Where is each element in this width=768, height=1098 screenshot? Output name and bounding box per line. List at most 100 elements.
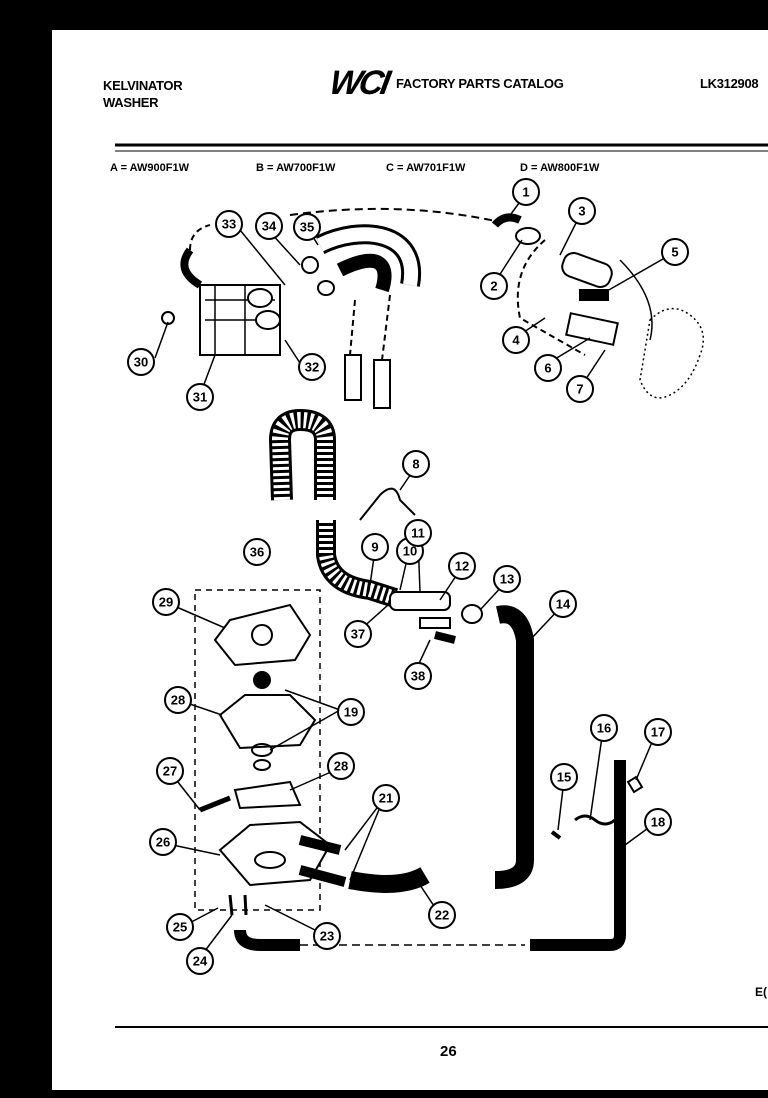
hose-22 <box>348 867 430 893</box>
callout-38: 38 <box>404 662 432 690</box>
cabinet-outline-dotted <box>639 307 705 399</box>
callout-34: 34 <box>255 212 283 240</box>
drain-hose-upper-ribs <box>271 411 333 501</box>
svg-text:25: 25 <box>173 920 187 935</box>
valve-inlet-2 <box>255 310 281 330</box>
svg-text:31: 31 <box>193 390 207 405</box>
svg-text:23: 23 <box>320 929 334 944</box>
callout-6: 6 <box>534 354 562 382</box>
callout-28-lower: 28 <box>327 752 355 780</box>
svg-text:24: 24 <box>193 954 208 969</box>
hose-dashed-link <box>349 294 391 361</box>
svg-text:8: 8 <box>412 457 419 472</box>
callout-24: 24 <box>186 947 214 975</box>
svg-text:28: 28 <box>171 693 185 708</box>
svg-text:1: 1 <box>522 185 529 200</box>
catalog-title: FACTORY PARTS CATALOG <box>396 76 564 91</box>
clip-8 <box>359 487 416 521</box>
seal-5 <box>579 289 609 301</box>
callout-28-upper: 28 <box>164 686 192 714</box>
callout-11: 11 <box>404 519 432 547</box>
callout-27: 27 <box>156 757 184 785</box>
svg-text:15: 15 <box>557 770 571 785</box>
svg-text:38: 38 <box>411 669 425 684</box>
model-b: B = AW700F1W <box>256 162 336 174</box>
svg-text:16: 16 <box>597 721 611 736</box>
svg-text:28: 28 <box>334 759 348 774</box>
callout-32: 32 <box>298 353 326 381</box>
svg-text:3: 3 <box>578 204 585 219</box>
callout-25: 25 <box>166 913 194 941</box>
callout-35: 35 <box>293 213 321 241</box>
screw-15 <box>550 830 562 840</box>
pump-housing-port <box>254 851 286 869</box>
svg-text:26: 26 <box>156 835 170 850</box>
callout-22: 22 <box>428 901 456 929</box>
callout-4: 4 <box>502 326 530 354</box>
clamp-13 <box>461 604 483 624</box>
dashed-route-top <box>289 207 501 223</box>
clamp-16 <box>574 814 616 826</box>
drain-pipe-18 <box>530 760 626 951</box>
callout-26: 26 <box>149 828 177 856</box>
svg-text:9: 9 <box>371 540 378 555</box>
svg-text:5: 5 <box>671 245 678 260</box>
callout-30: 30 <box>127 348 155 376</box>
catalog-number: LK312908 <box>700 76 759 91</box>
svg-text:7: 7 <box>576 382 583 397</box>
part-38-mount <box>419 617 451 629</box>
seal-19-a <box>251 743 273 757</box>
svg-text:37: 37 <box>351 627 365 642</box>
callout-19: 19 <box>337 698 365 726</box>
svg-text:11: 11 <box>411 526 425 541</box>
part-1-hose <box>491 213 522 228</box>
callouts: 1 2 3 4 5 6 7 8 9 10 11 12 13 14 15 16 1… <box>127 178 689 975</box>
hose-14 <box>494 605 534 889</box>
svg-text:32: 32 <box>305 360 319 375</box>
svg-text:10: 10 <box>403 544 417 559</box>
svg-text:34: 34 <box>262 219 277 234</box>
svg-text:33: 33 <box>222 217 236 232</box>
hose-end-right <box>373 359 391 409</box>
callout-31: 31 <box>186 383 214 411</box>
svg-text:22: 22 <box>435 908 449 923</box>
dashed-route-left <box>189 224 211 251</box>
screw-27 <box>199 795 231 813</box>
callout-29: 29 <box>152 588 180 616</box>
svg-text:21: 21 <box>379 791 393 806</box>
model-c: C = AW701F1W <box>386 162 466 174</box>
pump-cover-29 <box>213 603 312 667</box>
callout-7: 7 <box>566 375 594 403</box>
callout-14: 14 <box>549 590 577 618</box>
svg-text:13: 13 <box>500 572 514 587</box>
parts-artwork <box>154 194 705 961</box>
callout-8: 8 <box>402 450 430 478</box>
svg-text:12: 12 <box>455 559 469 574</box>
callout-21: 21 <box>372 784 400 812</box>
svg-text:29: 29 <box>159 595 173 610</box>
callout-33: 33 <box>215 210 243 238</box>
screws-24-25 <box>228 894 248 916</box>
siphon-break-3 <box>561 251 613 289</box>
callout-3: 3 <box>568 197 596 225</box>
svg-text:4: 4 <box>512 333 520 348</box>
part-38 <box>434 631 456 644</box>
svg-text:14: 14 <box>556 597 571 612</box>
svg-text:36: 36 <box>250 545 264 560</box>
cabinet-edge <box>619 259 653 341</box>
svg-text:6: 6 <box>544 361 551 376</box>
callout-18: 18 <box>644 808 672 836</box>
brand-name: KELVINATOR <box>103 78 183 93</box>
svg-text:27: 27 <box>163 764 177 779</box>
callout-5: 5 <box>661 238 689 266</box>
gasket-6 <box>565 312 619 346</box>
callout-36: 36 <box>243 538 271 566</box>
page-number: 26 <box>440 1043 457 1060</box>
pump-cover-hub <box>251 624 273 646</box>
dashed-group-4 <box>516 239 586 356</box>
pump-hose-24 <box>234 929 300 951</box>
model-d: D = AW800F1W <box>520 162 600 174</box>
svg-text:17: 17 <box>651 725 665 740</box>
drain-hose-9-ribs <box>319 520 398 605</box>
